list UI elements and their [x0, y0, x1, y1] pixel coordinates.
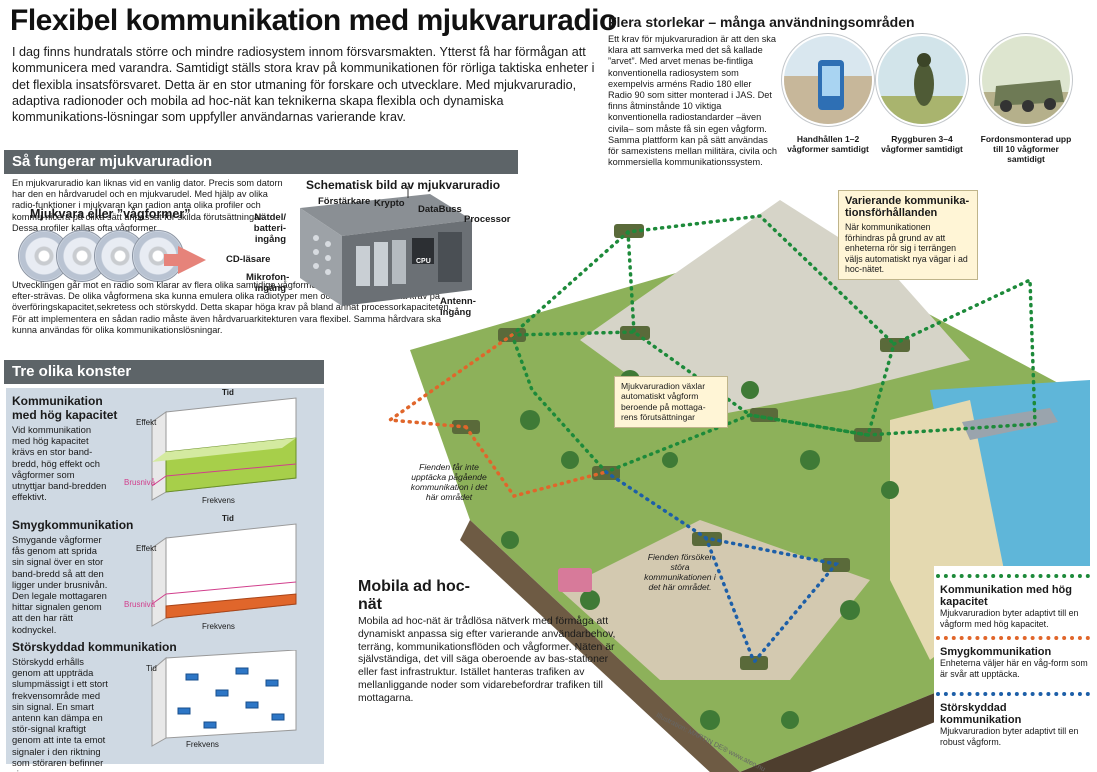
label-krypto: Krypto [374, 198, 405, 209]
legend-title: Kommunikation med hög kapacitet [940, 584, 1072, 608]
waveform-switch-callout: Mjukvaruradion växlar automatiskt vågfor… [614, 376, 728, 428]
konst-title: Störskyddad kommunikation [12, 640, 177, 654]
varierande-heading: Varierande kommunika-tionsförhållanden [845, 195, 970, 219]
label-cpu: CPU [416, 258, 431, 265]
konst-text: Vid kommunikation med hög kapacitet kräv… [12, 424, 107, 503]
flera-heading: Flera storlekar – många användningsområd… [608, 14, 915, 30]
axis-frekvens: Frekvens [186, 740, 219, 749]
legend-text: Enheterna väljer här en våg-form som är … [940, 658, 1088, 679]
legend: Kommunikation med hög kapacitet Mjukvaru… [934, 566, 1092, 762]
caption-handheld: Handhållen 1–2 vågformer samtidigt [787, 134, 869, 154]
axis-brusniva: Brusnivå [124, 478, 156, 487]
konst-section-2: Smygkommunikation Smygande vågformer fås… [12, 518, 318, 635]
legend-item-2: Smygkommunikation Enheterna väljer här e… [940, 646, 1088, 679]
radio-schematic-illustration [300, 186, 472, 306]
software-heading: Mjukvara eller ”vågformer” [30, 207, 191, 221]
page-title: Flexibel kommunikation med mjukvaruradio [10, 4, 617, 37]
label-antenn: Antenn-ingång [440, 296, 476, 318]
label-processor: Processor [464, 214, 511, 225]
schematic-heading: Schematisk bild av mjukvaruradio [306, 178, 501, 192]
konst-title: Kommunikation med hög kapacitet [12, 394, 118, 422]
arrow-right-icon [164, 254, 180, 266]
caption-backpack: Ryggburen 3–4 vågformer samtidigt [881, 134, 963, 154]
legend-line-green [936, 574, 1090, 578]
section-header-konster: Tre olika konster [4, 360, 324, 384]
konst-title: Smygkommunikation [12, 518, 134, 532]
how-text-2: Utvecklingen går mot en radio som klarar… [12, 280, 452, 335]
legend-item-1: Kommunikation med hög kapacitet Mjukvaru… [940, 584, 1088, 629]
legend-text: Mjukvaruradion byter adaptivt till en vå… [940, 608, 1079, 629]
label-mikrofon: Mikrofon-ingång [246, 272, 290, 294]
label-databuss: DataBuss [418, 204, 462, 215]
legend-title: Störskyddad kommunikation [940, 702, 1022, 726]
section-header-how: Så fungerar mjukvaruradion [4, 150, 518, 174]
axis-tid: Tid [222, 388, 234, 397]
axis-tid: Tid [146, 664, 157, 673]
axis-brusniva: Brusnivå [124, 600, 156, 609]
stealth-graph [151, 523, 297, 627]
axis-effekt: Effekt [136, 418, 157, 427]
how-text-1: En mjukvaruradio kan liknas vid en vanli… [12, 178, 283, 233]
konster-panel: Kommunikation med hög kapacitet Vid komm… [6, 388, 324, 772]
axis-effekt: Effekt [136, 544, 157, 553]
label-forstarkare: Förstärkare [318, 196, 371, 207]
vehicle-illustration [980, 34, 1072, 126]
enemy-note-2: Fienden försöker störa kommunikationen i… [644, 552, 716, 592]
label-natdel: Nätdel/ batteri-ingång [253, 212, 286, 245]
jamming-protected-graph [151, 650, 297, 747]
legend-title: Smygkommunikation [940, 646, 1052, 658]
mobila-heading: Mobila ad hoc-nät [358, 578, 470, 613]
caption-vehicle: Fordonsmonterad upp till 10 vågformer sa… [980, 134, 1072, 164]
axis-frekvens: Frekvens [202, 496, 235, 505]
backpack-illustration [876, 34, 968, 126]
varierande-text: När kommunikationen förhindras på grund … [845, 222, 968, 275]
enemy-note-1: Fienden får inte upptäcka pågående kommu… [410, 462, 488, 502]
high-capacity-graph [151, 397, 297, 501]
legend-line-blue [936, 692, 1090, 696]
legend-item-3: Störskyddad kommunikation Mjukvaruradion… [940, 702, 1088, 747]
legend-line-orange [936, 636, 1090, 640]
axis-frekvens: Frekvens [202, 622, 235, 631]
konst-section-1: Kommunikation med hög kapacitet Vid komm… [12, 394, 318, 502]
mobila-text: Mobila ad hoc-nät är trådlösa nätverk me… [358, 616, 616, 704]
intro-text: I dag finns hundratals större och mindre… [12, 45, 595, 125]
flera-text: Ett krav för mjukvaruradion är att den s… [608, 34, 778, 168]
label-cd: CD-läsare [226, 254, 271, 265]
legend-text: Mjukvaruradion byter adaptivt till en ro… [940, 726, 1079, 747]
axis-tid: Tid [222, 514, 234, 523]
handheld-illustration [782, 34, 874, 126]
konst-text: Smygande vågformer fås genom att sprida … [12, 534, 108, 635]
arrow-right-icon [178, 246, 206, 274]
varierande-callout: Varierande kommunika-tionsförhållanden N… [838, 190, 978, 280]
konst-section-3: Störskyddad kommunikation Störskydd erhå… [12, 640, 318, 772]
konst-text: Störskydd erhålls genom att uppträda slu… [12, 656, 108, 772]
